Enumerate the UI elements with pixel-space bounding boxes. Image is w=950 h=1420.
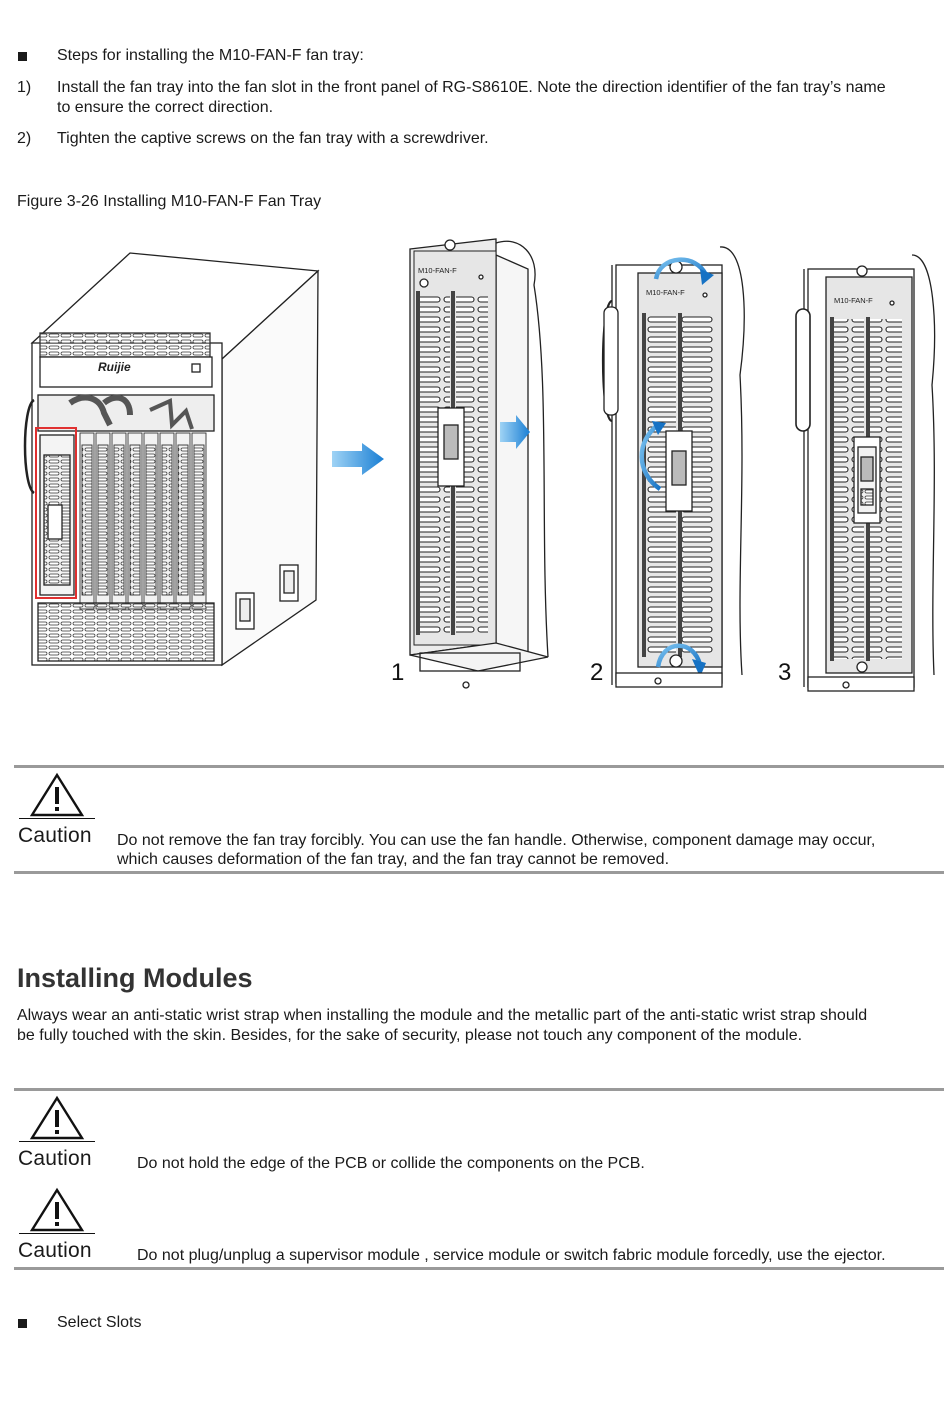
- step-number-label: 1: [391, 659, 404, 686]
- tray-label: M10-FAN-F: [834, 296, 873, 305]
- caution-label: Caution: [18, 824, 92, 847]
- bullet-text: Select Slots: [57, 1314, 142, 1331]
- rotate-arrow-icon: [655, 643, 703, 668]
- fan-tray-step-3: M10-FAN-F: [795, 254, 936, 692]
- divider: [14, 1267, 944, 1270]
- warning-triangle-icon: [29, 1187, 85, 1232]
- fan-tray-installation-illustration: Ruijie: [23, 238, 936, 692]
- section-paragraph: Always wear an anti-static wrist strap w…: [17, 1007, 868, 1024]
- warning-triangle-icon: [29, 1095, 85, 1140]
- step-number: 2): [17, 130, 32, 147]
- fan-tray-step-2: M10-FAN-F: [601, 246, 745, 688]
- step-text-continued: to ensure the correct direction.: [57, 99, 274, 116]
- caution-text: Do not plug/unplug a supervisor module ,…: [137, 1247, 886, 1264]
- arrow-right-icon: [500, 415, 530, 449]
- chassis-drawing: Ruijie: [23, 252, 320, 667]
- section-paragraph-continued: be fully touched with the skin. Besides,…: [17, 1027, 803, 1044]
- caution-text-continued: which causes deformation of the fan tray…: [117, 851, 670, 868]
- divider: [14, 765, 944, 768]
- step-text: Tighten the captive screws on the fan tr…: [57, 130, 489, 147]
- step-number-label: 3: [778, 659, 791, 686]
- caution-label: Caution: [18, 1147, 92, 1170]
- bullet-square-icon: [18, 52, 27, 61]
- brand-logo-text: Ruijie: [98, 360, 131, 374]
- section-title: Installing Modules: [17, 963, 253, 993]
- warning-triangle-icon: [29, 772, 85, 817]
- steps-heading: Steps for installing the M10-FAN-F fan t…: [57, 47, 364, 64]
- figure-caption: Figure 3-26 Installing M10-FAN-F Fan Tra…: [17, 193, 322, 210]
- step-number: 1): [17, 79, 32, 96]
- rotate-arrow-icon: [653, 257, 709, 280]
- caution-text: Do not remove the fan tray forcibly. You…: [117, 832, 876, 849]
- caution-underline: [19, 818, 95, 819]
- caution-text: Do not hold the edge of the PCB or colli…: [137, 1155, 645, 1172]
- bullet-square-icon: [18, 1319, 27, 1328]
- rotate-arrow-icon: [639, 423, 662, 491]
- arrow-right-icon: [332, 443, 384, 475]
- caution-label: Caution: [18, 1239, 92, 1262]
- divider: [14, 871, 944, 874]
- caution-underline: [19, 1233, 95, 1234]
- fan-tray-step-1: M10-FAN-F: [409, 238, 549, 689]
- step-number-label: 2: [590, 659, 603, 686]
- tray-label: M10-FAN-F: [646, 288, 685, 297]
- caution-underline: [19, 1141, 95, 1142]
- divider: [14, 1088, 944, 1091]
- step-text: Install the fan tray into the fan slot i…: [57, 79, 886, 96]
- tray-label: M10-FAN-F: [418, 266, 457, 275]
